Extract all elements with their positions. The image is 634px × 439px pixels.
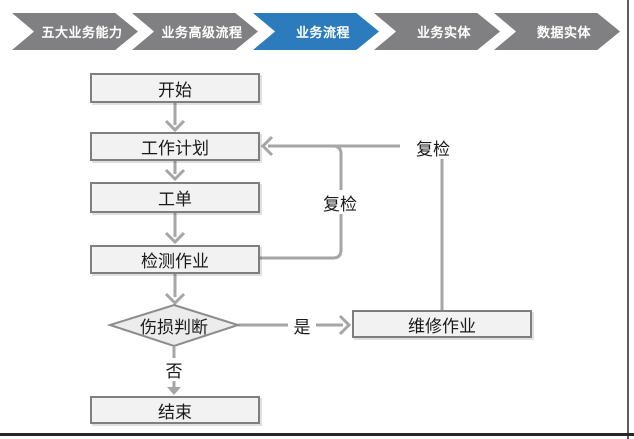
arrowhead-down-icon	[164, 292, 186, 306]
arrowhead-down-icon	[164, 168, 186, 182]
slide-frame-bottom-edge	[0, 433, 634, 436]
node-inspection-job: 检测作业	[90, 245, 260, 274]
edge-label-recheck-mid: 复检	[318, 190, 362, 214]
arrowhead-left-icon	[260, 135, 274, 157]
edge-label-no: 否	[160, 358, 188, 381]
breadcrumb-step-data-entity[interactable]: 数据实体	[494, 13, 620, 50]
node-damage-judgement: 伤损判断	[140, 318, 208, 337]
node-start: 开始	[90, 73, 260, 103]
node-end: 结束	[90, 396, 260, 424]
arrowhead-down-icon	[164, 231, 186, 245]
edge-label-recheck-top: 复检	[409, 135, 457, 159]
node-repair-job: 维修作业	[352, 310, 532, 338]
arrowhead-down-icon	[164, 119, 186, 133]
decision-diamond-shape	[106, 303, 242, 348]
edge-label-yes: 是	[288, 314, 316, 337]
node-work-plan: 工作计划	[90, 132, 260, 161]
slide-frame-right-edge	[627, 0, 629, 439]
node-work-order: 工单	[90, 182, 260, 213]
arrowhead-down-small-icon	[167, 387, 181, 395]
arrowhead-right-icon	[338, 314, 352, 336]
